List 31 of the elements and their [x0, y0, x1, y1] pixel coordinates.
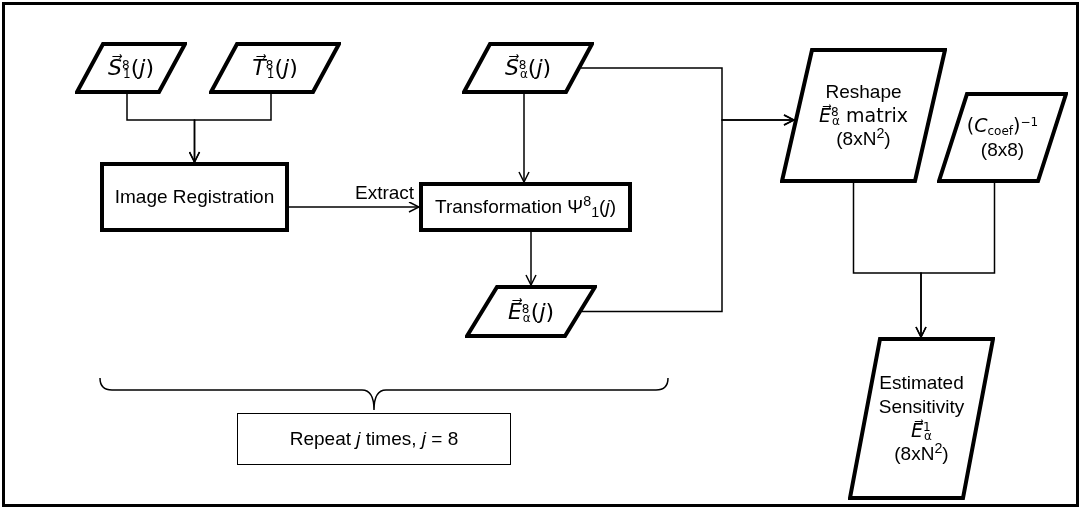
- note-box: [237, 413, 511, 465]
- arrow: [581, 114, 795, 313]
- data-parallelogram: [937, 92, 1068, 183]
- node-label: (8x8): [980, 137, 1025, 162]
- process-box: [419, 182, 632, 232]
- arrow: [288, 201, 420, 213]
- math-label: E⃗$^{8}$$_{α}$(j): [507, 297, 555, 326]
- data-parallelogram: [462, 42, 594, 94]
- data-parallelogram: [209, 42, 341, 94]
- edge-label: Extract: [354, 183, 416, 202]
- arrow: [188, 93, 272, 163]
- arrow: [525, 231, 537, 286]
- math-label: E⃗$^{8}$$_{α}$ matrix: [819, 103, 908, 128]
- process-box: [100, 162, 289, 232]
- node-label: Repeat j times, j = 8: [289, 427, 459, 451]
- arrow: [518, 93, 530, 183]
- data-parallelogram: [465, 285, 597, 338]
- node-label: Image Registration: [114, 185, 275, 209]
- data-parallelogram: [75, 42, 187, 94]
- node-label: Transformation Ψ$^{8}$$_{1}$(j): [435, 195, 616, 219]
- node-label: Estimated Sensitivity: [877, 371, 966, 419]
- math-label: S⃗$^{8}$$_{α}$(j): [504, 54, 552, 82]
- node-label: (8xN$^{2}$): [836, 127, 891, 152]
- math-label: (C$_{coef}$)$^{−1}$: [966, 113, 1039, 138]
- node-label: Reshape: [825, 79, 902, 104]
- node-label: (8xN$^{2}$): [894, 442, 949, 466]
- math-label: S⃗$^{8}$$_{1}$(j): [108, 54, 154, 82]
- data-parallelogram: [780, 48, 947, 183]
- math-label: T⃗$^{8}$$_{1}$(j): [252, 54, 298, 82]
- data-parallelogram: [848, 337, 995, 500]
- arrow: [915, 182, 996, 338]
